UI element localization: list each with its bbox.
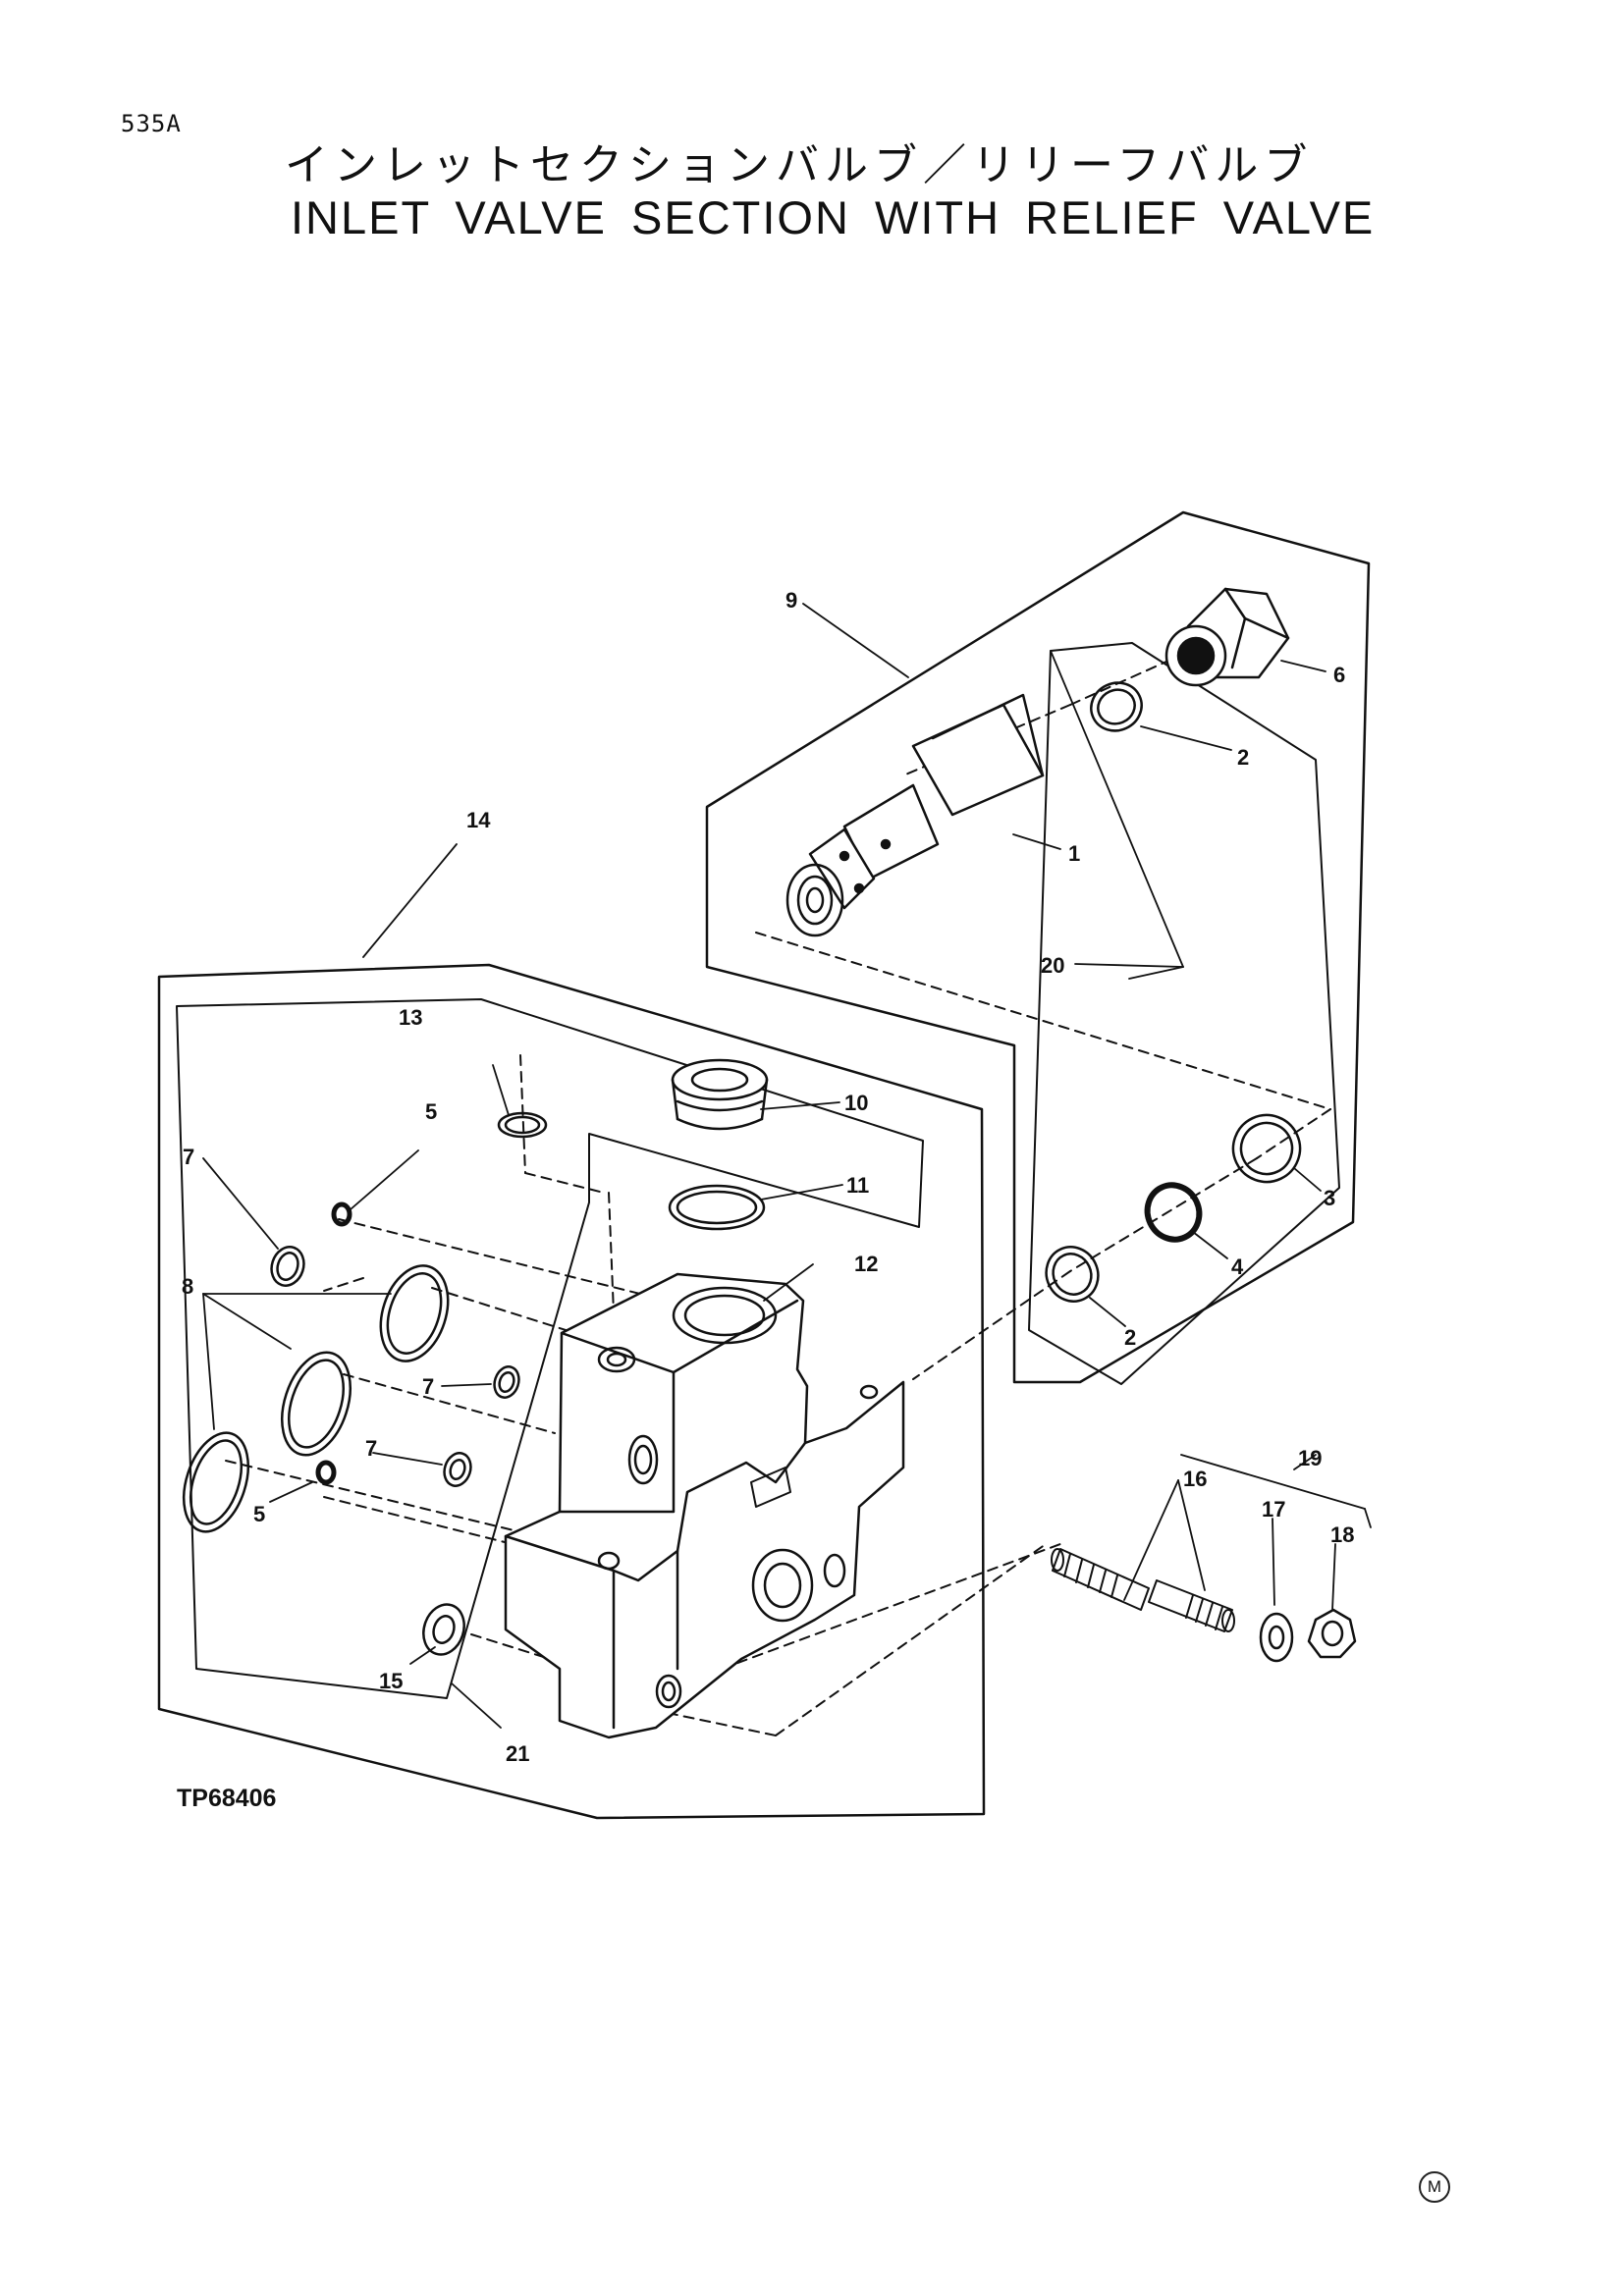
- o-ring-5-upper: [331, 1201, 352, 1227]
- page-code: 535A: [121, 110, 182, 137]
- o-ring-7-lower: [443, 1452, 472, 1487]
- callout-9: 9: [785, 588, 797, 613]
- backup-ring-4: [1144, 1182, 1203, 1243]
- title-english: INLET VALVE SECTION WITH RELIEF VALVE: [291, 191, 1376, 243]
- callout-20: 20: [1041, 953, 1064, 978]
- o-ring-8-lower: [183, 1431, 249, 1533]
- washer: [1259, 1612, 1294, 1663]
- callout-13: 13: [399, 1005, 422, 1030]
- callout-16: 16: [1183, 1467, 1207, 1491]
- o-ring-5-lower: [315, 1460, 337, 1485]
- callout-7-lower: 7: [365, 1436, 377, 1461]
- callout-10: 10: [844, 1091, 868, 1115]
- callout-5-lower: 5: [253, 1502, 265, 1526]
- o-ring-3: [1231, 1113, 1302, 1184]
- callout-6: 6: [1333, 663, 1345, 687]
- callout-2-upper: 2: [1237, 745, 1249, 770]
- figure-code: TP68406: [177, 1785, 277, 1812]
- plug: [1164, 587, 1290, 687]
- o-ring-7-upper: [270, 1246, 305, 1287]
- title-japanese: インレットセクションバルブ／リリーフバルブ: [285, 140, 1314, 190]
- relief-valve-group-frame: [705, 510, 1371, 1384]
- o-ring-7-middle: [493, 1365, 520, 1399]
- o-ring-2-upper: [1090, 681, 1143, 732]
- body-group-frame: [157, 963, 986, 1820]
- o-ring-15: [422, 1603, 465, 1656]
- relief-valve-cartridge: [785, 693, 1045, 937]
- callout-4: 4: [1231, 1255, 1244, 1279]
- valve-body: [504, 1272, 905, 1739]
- body-inner-frame: [176, 998, 924, 1699]
- mark-icon: M: [1419, 2171, 1450, 2203]
- callout-7-left: 7: [183, 1145, 194, 1169]
- o-ring-13: [497, 1111, 548, 1139]
- callout-19: 19: [1298, 1446, 1322, 1470]
- callout-12: 12: [854, 1252, 878, 1276]
- o-ring-2-lower: [1045, 1246, 1100, 1303]
- callout-1: 1: [1068, 841, 1080, 866]
- callout-21: 21: [506, 1741, 529, 1766]
- callout-5-upper: 5: [425, 1099, 437, 1124]
- callout-8: 8: [182, 1274, 193, 1299]
- seal-kit-frame: [1028, 642, 1340, 1385]
- callout-11: 11: [846, 1173, 869, 1198]
- nut: [1307, 1608, 1357, 1659]
- callout-14: 14: [466, 808, 491, 832]
- stud-bolt: [1051, 1548, 1235, 1632]
- callout-15: 15: [379, 1669, 403, 1693]
- o-ring-11: [668, 1184, 766, 1231]
- callout-2-lower: 2: [1124, 1325, 1136, 1350]
- callout-3: 3: [1324, 1186, 1335, 1210]
- o-ring-8-upper: [379, 1264, 450, 1362]
- o-ring-8-middle: [281, 1351, 352, 1457]
- plug-10: [671, 1058, 769, 1131]
- callout-18: 18: [1330, 1522, 1354, 1547]
- callout-17: 17: [1262, 1497, 1285, 1522]
- callout-7-middle: 7: [422, 1374, 434, 1399]
